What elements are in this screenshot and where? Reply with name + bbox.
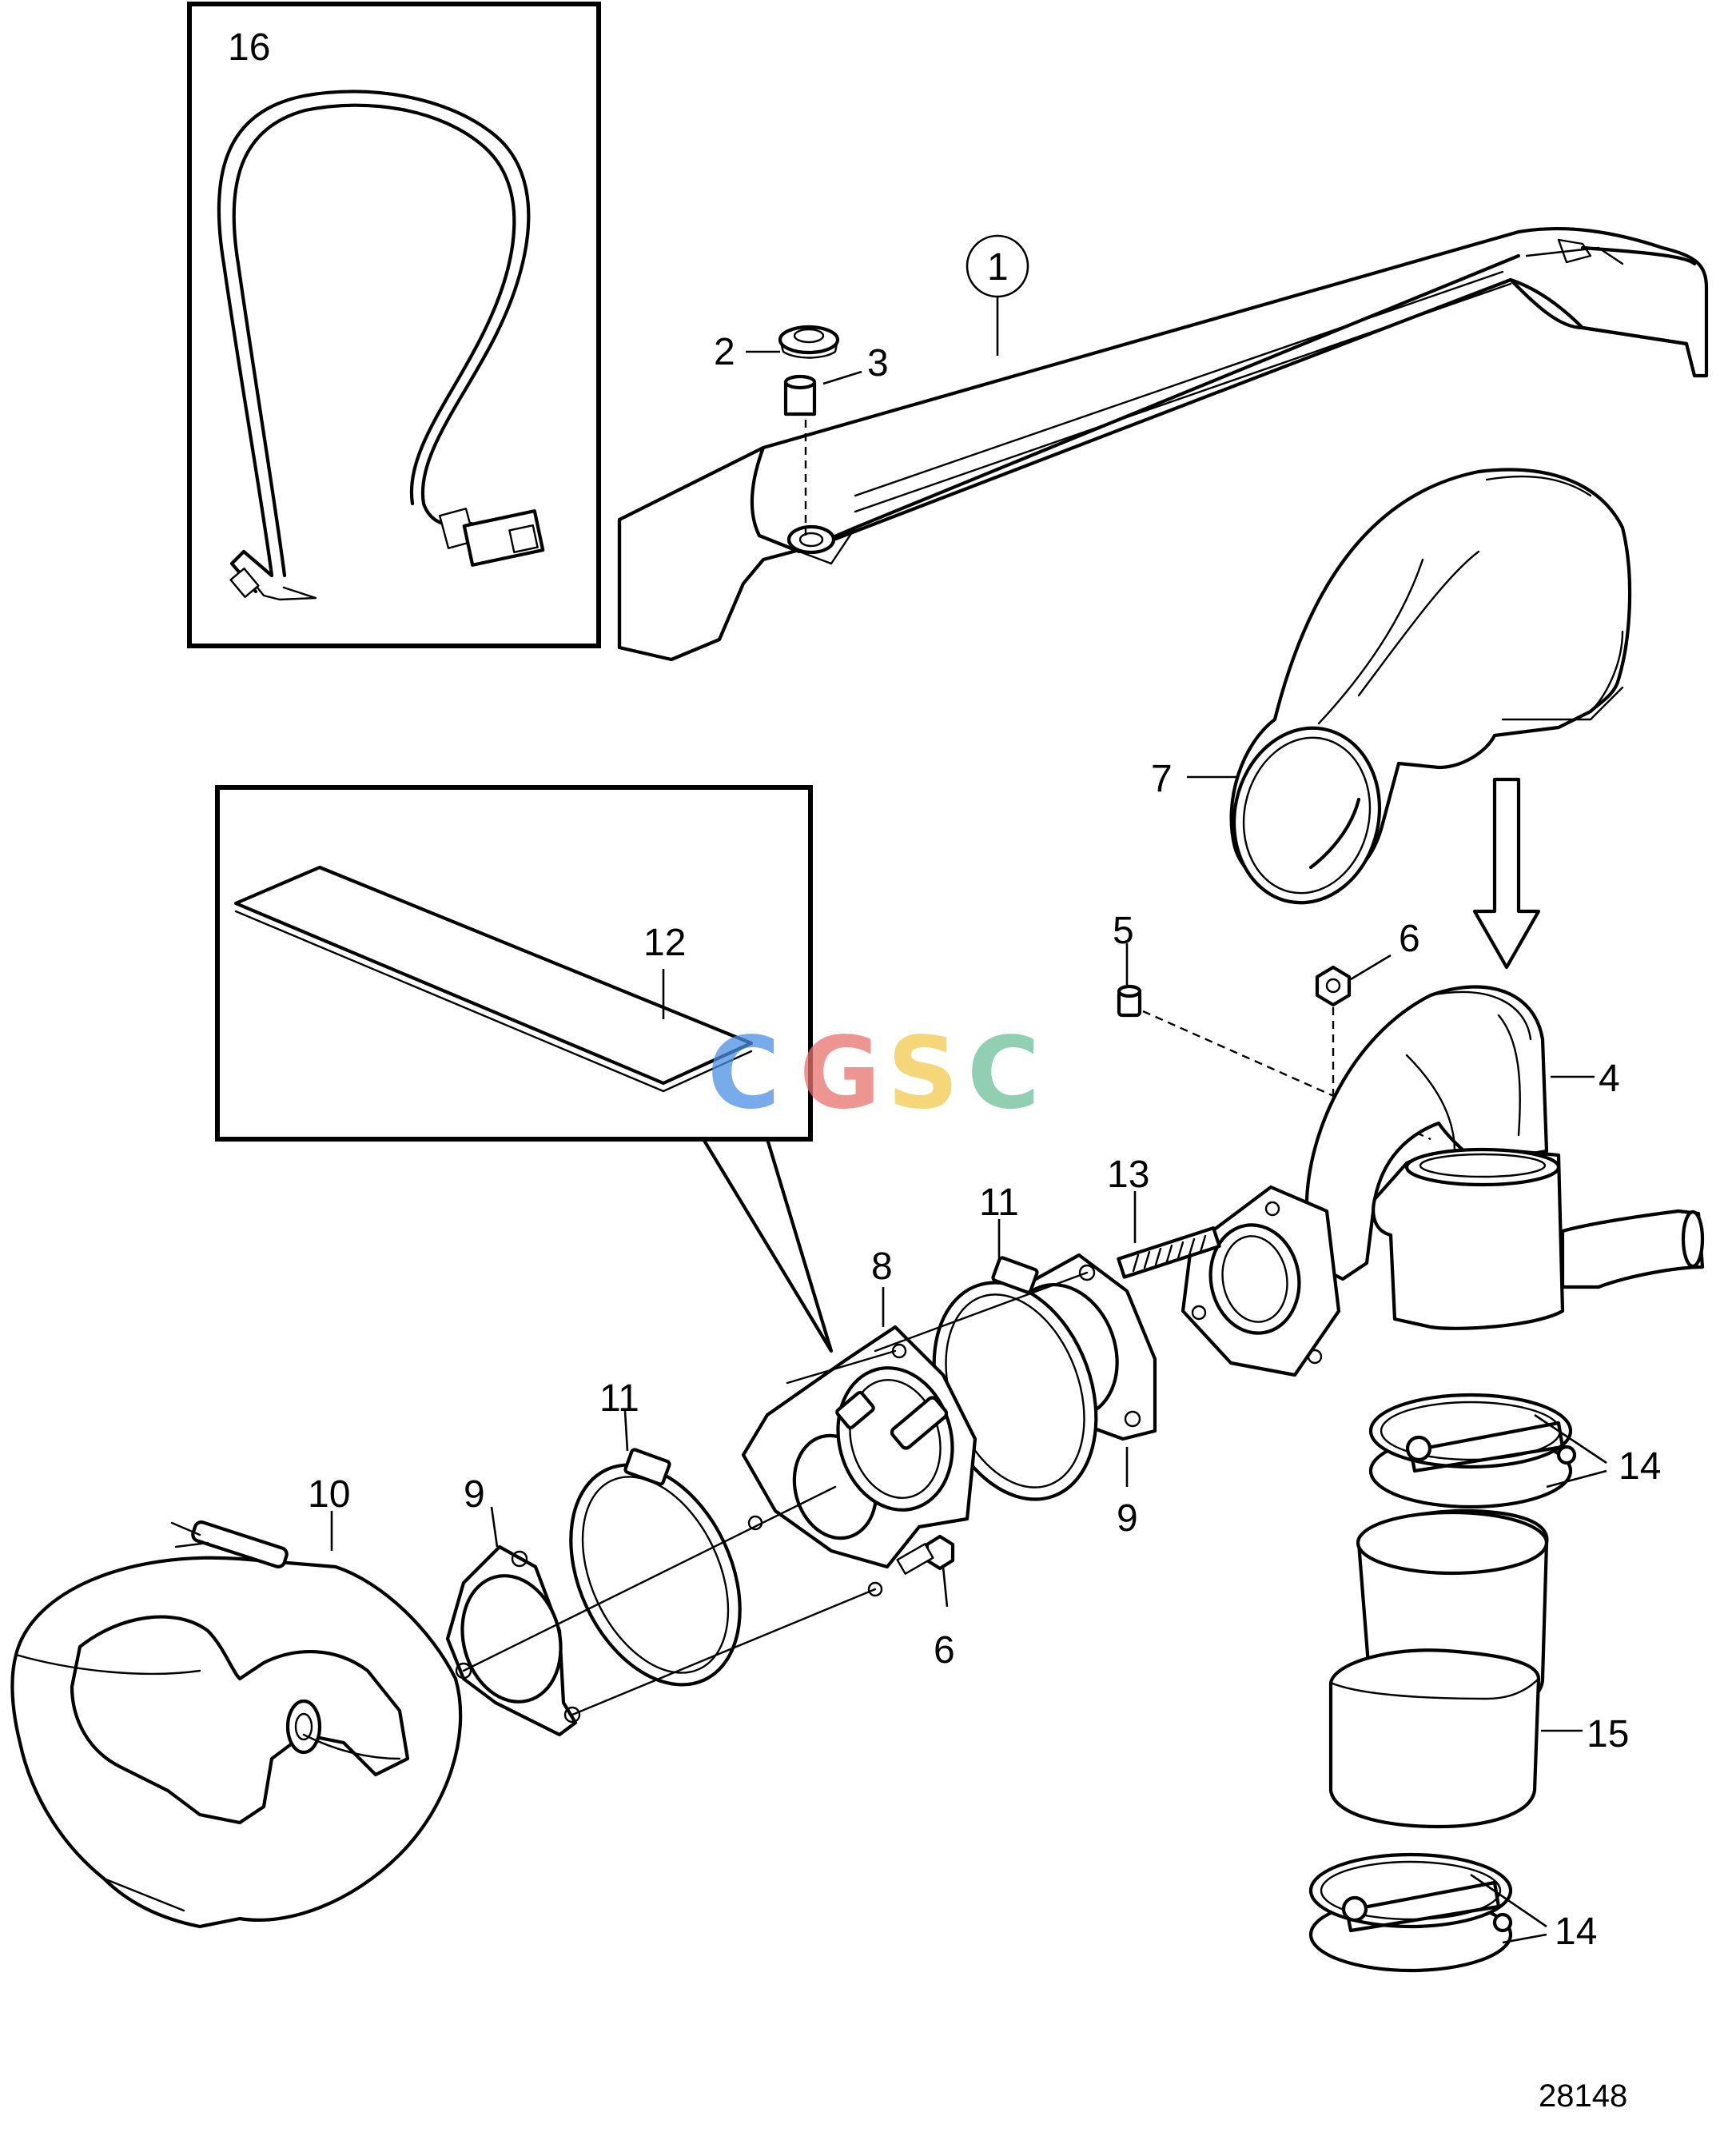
callout-14-upper: 14 — [1619, 1445, 1661, 1488]
gasket-part-left — [445, 1544, 581, 1737]
screw-part — [1117, 984, 1142, 1018]
callout-2: 2 — [714, 331, 735, 373]
callout-14-lower: 14 — [1555, 1911, 1597, 1953]
diagram-reference-number: 28148 — [1539, 2078, 1627, 2114]
watermark-logo: C G S C — [707, 1016, 1040, 1131]
stud-part — [1117, 1226, 1221, 1279]
callout-12: 12 — [643, 922, 686, 964]
callout-13: 13 — [1107, 1154, 1149, 1196]
callout-1-group: 1 — [966, 234, 1029, 356]
nut-part-upper — [1315, 965, 1352, 1007]
hose-part — [1328, 1508, 1549, 1829]
callout-16: 16 — [228, 26, 270, 69]
callout-11-right: 11 — [979, 1182, 1019, 1224]
callout-8: 8 — [871, 1245, 893, 1288]
elbow-part — [1229, 468, 1632, 905]
watermark-letter-1: C — [707, 1016, 780, 1131]
assembly-direction-arrow — [1472, 777, 1541, 970]
inset-box-strip: 12 — [215, 785, 834, 1353]
callout-10: 10 — [308, 1473, 350, 1516]
callout-9-right: 9 — [1117, 1497, 1138, 1540]
callout-5: 5 — [1113, 910, 1134, 952]
callout-15: 15 — [1587, 1713, 1629, 1755]
grommet-part — [778, 325, 840, 359]
watermark-letter-3: S — [887, 1016, 958, 1131]
callout-7: 7 — [1151, 758, 1173, 800]
nut-part-lower — [896, 1534, 955, 1575]
watermark-letter-2: G — [799, 1016, 881, 1131]
inset-box-cable: 16 — [187, 2, 601, 648]
spacer-part — [783, 374, 817, 416]
callout-6-upper: 6 — [1399, 918, 1420, 960]
callout-4: 4 — [1599, 1058, 1620, 1100]
pipe-part — [1181, 985, 1705, 1377]
watermark-letter-4: C — [967, 1016, 1040, 1131]
end-cover-part — [10, 1520, 463, 1929]
callout-3: 3 — [867, 342, 889, 385]
callout-6-lower: 6 — [934, 1629, 955, 1672]
hose-clamp-part-upper — [1368, 1393, 1577, 1509]
top-cover-part — [617, 226, 1709, 662]
callout-9-left: 9 — [464, 1473, 485, 1516]
sensor-cable-part — [217, 90, 545, 601]
callout-11-left: 11 — [599, 1377, 639, 1420]
callout-1: 1 — [987, 246, 1009, 289]
hose-clamp-part-lower — [1308, 1852, 1513, 1973]
